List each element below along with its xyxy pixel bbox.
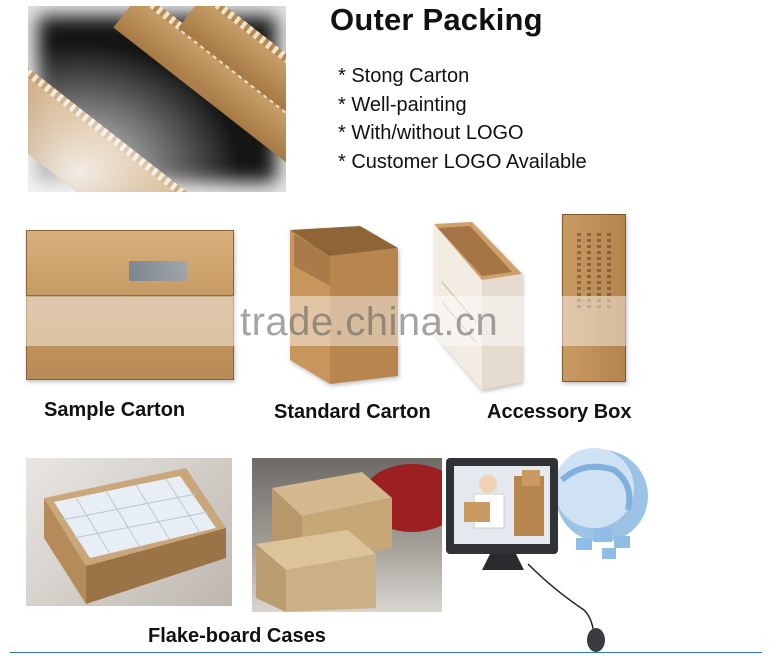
accessory-box-caption: Accessory Box xyxy=(487,401,632,423)
flakeboard-cases-photo xyxy=(26,458,232,606)
standard-carton-caption: Standard Carton xyxy=(274,401,431,423)
corrugated-cardboard-photo xyxy=(28,6,286,192)
watermark-text: trade.china.cn xyxy=(240,300,499,344)
wooden-crates-photo xyxy=(252,458,442,612)
standard-carton-image xyxy=(290,226,398,384)
bottom-divider xyxy=(10,652,762,653)
accessory-box-side-image xyxy=(562,214,626,382)
flakeboard-cases-caption: Flake-board Cases xyxy=(148,625,326,647)
page-title: Outer Packing xyxy=(330,2,543,37)
watermark-band xyxy=(22,296,626,346)
feature-list: * Stong Carton * Well-painting * With/wi… xyxy=(338,62,587,176)
logo-print xyxy=(129,261,187,281)
accessory-box-image xyxy=(434,222,522,390)
feature-item: * Stong Carton xyxy=(338,65,470,87)
feature-item: * With/without LOGO xyxy=(338,122,524,144)
feature-item: * Well-painting xyxy=(338,93,467,116)
sample-carton-image xyxy=(26,230,234,380)
feature-item: * Customer LOGO Available xyxy=(338,150,587,173)
computer-delivery-illustration xyxy=(446,448,648,652)
sample-carton-caption: Sample Carton xyxy=(44,399,186,421)
